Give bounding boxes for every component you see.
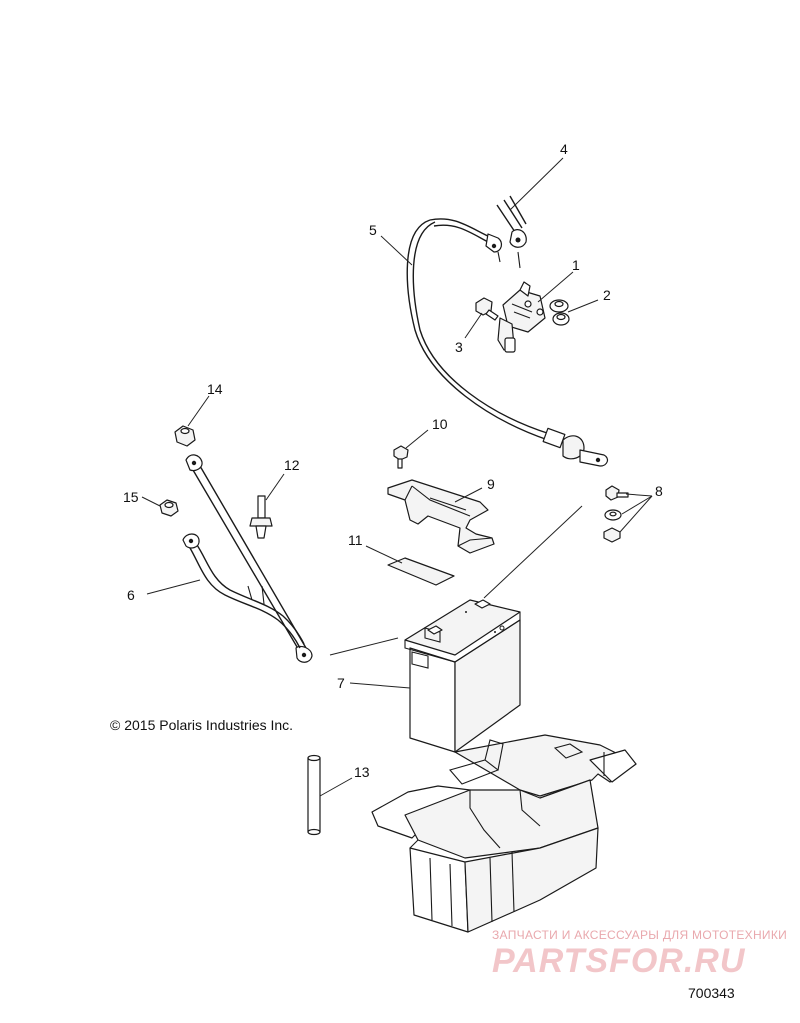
callout-14: 14 — [207, 381, 223, 397]
callout-3: 3 — [455, 339, 463, 355]
hold-down-bracket-9 — [387, 479, 495, 554]
nut-14 — [174, 425, 196, 447]
callout-4: 4 — [560, 141, 568, 157]
watermark-tagline: ЗАПЧАСТИ И АКСЕССУАРЫ ДЛЯ МОТОТЕХНИКИ — [492, 928, 788, 942]
callout-1: 1 — [572, 257, 580, 273]
callout-5: 5 — [369, 222, 377, 238]
leader-lines — [141, 157, 653, 797]
copyright-notice: © 2015 Polaris Industries Inc. — [110, 717, 294, 733]
hardware-8 — [603, 485, 629, 543]
figure-number: 700343 — [688, 985, 735, 1001]
callout-labels: 1 2 3 4 5 6 7 8 9 10 11 12 13 14 15 — [123, 141, 663, 780]
callout-13: 13 — [354, 764, 370, 780]
cable-6 — [182, 454, 313, 663]
screw-10 — [393, 445, 409, 469]
callout-6: 6 — [127, 587, 135, 603]
callout-9: 9 — [487, 476, 495, 492]
nuts-2 — [549, 299, 570, 326]
vent-tube-13 — [307, 754, 321, 836]
nut-15 — [159, 499, 179, 517]
battery-cable-5 — [406, 218, 609, 467]
callout-15: 15 — [123, 489, 139, 505]
battery-box — [371, 734, 637, 933]
callout-12: 12 — [284, 457, 300, 473]
callout-10: 10 — [432, 416, 448, 432]
callout-11: 11 — [348, 532, 363, 548]
callout-8: 8 — [655, 483, 663, 499]
callout-2: 2 — [603, 287, 611, 303]
callout-7: 7 — [337, 675, 345, 691]
battery-7 — [404, 599, 521, 753]
solenoid-1 — [497, 281, 546, 353]
screw-3 — [475, 297, 499, 321]
stud-12 — [249, 495, 273, 539]
battery-cable-4 — [485, 195, 527, 269]
watermark-logo: PARTSFOR.RU — [492, 942, 746, 980]
pad-11 — [387, 557, 455, 586]
